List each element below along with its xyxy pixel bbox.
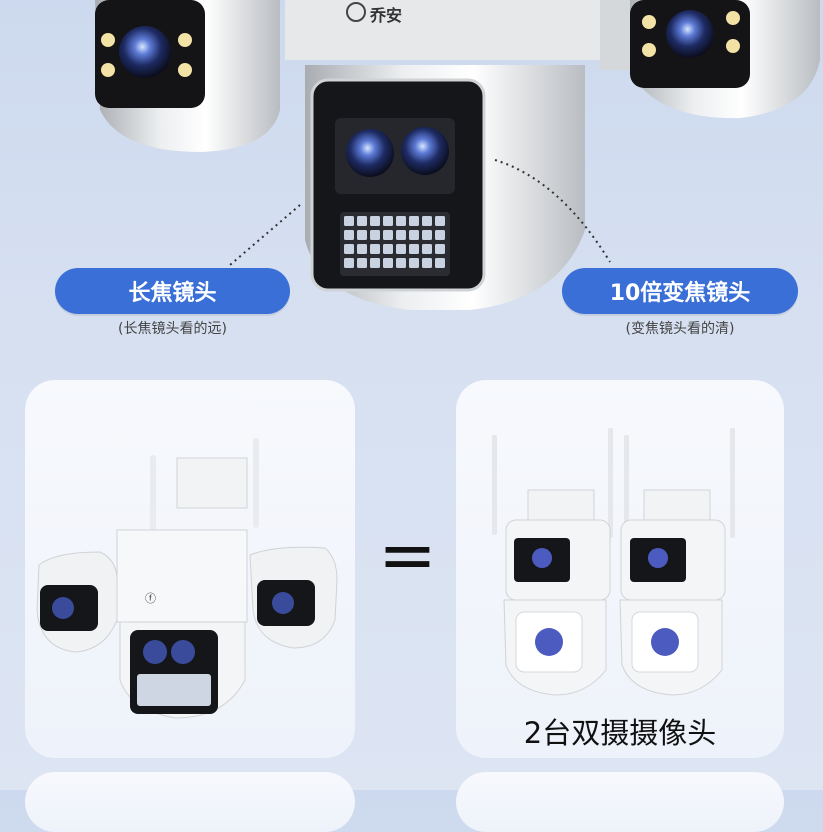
led-cell bbox=[344, 244, 354, 254]
svg-text:ⓕ: ⓕ bbox=[145, 592, 156, 605]
led-cell bbox=[422, 244, 432, 254]
led-cell bbox=[396, 216, 406, 226]
led-cell bbox=[344, 230, 354, 240]
led-cell bbox=[357, 244, 367, 254]
led-cell bbox=[396, 244, 406, 254]
led-cell bbox=[435, 258, 445, 268]
led-cell bbox=[396, 258, 406, 268]
led-cell bbox=[383, 258, 393, 268]
label-telephoto-text: 长焦镜头 bbox=[128, 281, 217, 306]
card-two-devices: 2台双摄摄像头 bbox=[456, 380, 784, 758]
equals-sign: = bbox=[378, 514, 437, 596]
led-cell bbox=[396, 230, 406, 240]
led-cell bbox=[409, 230, 419, 240]
led-cell bbox=[422, 230, 432, 240]
card-single-device: ⓕ bbox=[25, 380, 355, 758]
next-card-left bbox=[25, 772, 355, 832]
led-cell bbox=[422, 216, 432, 226]
led-cell bbox=[357, 258, 367, 268]
two-devices-caption: 2台双摄摄像头 bbox=[523, 716, 717, 750]
led-cell bbox=[357, 230, 367, 240]
led-cell bbox=[435, 216, 445, 226]
led-cell bbox=[383, 216, 393, 226]
led-cell bbox=[370, 230, 380, 240]
label-zoom-subtitle: (变焦镜头看的清) bbox=[625, 321, 735, 337]
led-cell bbox=[435, 230, 445, 240]
led-cell bbox=[409, 258, 419, 268]
led-cell bbox=[370, 244, 380, 254]
led-cell bbox=[383, 230, 393, 240]
led-cell bbox=[409, 244, 419, 254]
label-zoom-lens: 10倍变焦镜头 bbox=[562, 268, 798, 314]
two-dual-camera-illustration bbox=[492, 428, 735, 696]
next-card-right bbox=[456, 772, 784, 832]
led-cell bbox=[344, 258, 354, 268]
led-cell bbox=[383, 244, 393, 254]
led-cell bbox=[370, 216, 380, 226]
label-telephoto-lens: 长焦镜头 bbox=[55, 268, 290, 314]
led-cell bbox=[422, 258, 432, 268]
led-cell bbox=[344, 216, 354, 226]
brand-logo-text: 乔安 bbox=[370, 6, 403, 25]
triple-lens-camera-illustration: ⓕ bbox=[36, 438, 338, 719]
camera-closeup-illustration bbox=[95, 0, 820, 310]
label-zoom-text: 10倍变焦镜头 bbox=[609, 281, 751, 306]
led-cell bbox=[357, 216, 367, 226]
top-product-image: 乔安 长焦镜头 (长焦镜头看的远) 10倍变焦镜头 (变焦镜头看的清) bbox=[0, 0, 823, 370]
label-telephoto-subtitle: (长焦镜头看的远) bbox=[118, 321, 227, 337]
led-cell bbox=[435, 244, 445, 254]
led-cell bbox=[409, 216, 419, 226]
led-cell bbox=[370, 258, 380, 268]
